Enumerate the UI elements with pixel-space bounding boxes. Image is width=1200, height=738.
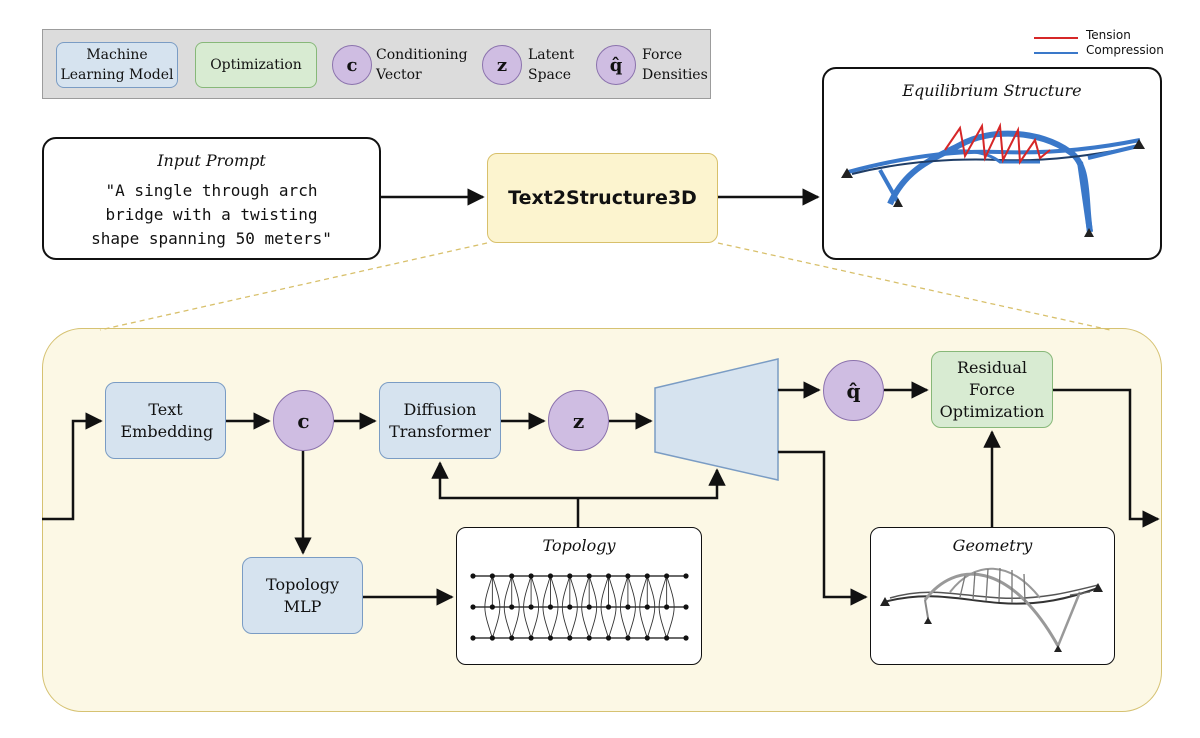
topology-mlp-label: Topology MLP: [266, 574, 339, 616]
force-legend: Tension Compression: [1034, 28, 1164, 62]
equilibrium-supports: [841, 139, 1145, 237]
diffusion-transformer-node: Diffusion Transformer: [379, 382, 501, 459]
legend-q-symbol: q̂: [596, 45, 636, 85]
zoom-line-left: [99, 242, 488, 331]
legend-optimization: Optimization: [195, 42, 317, 88]
tension-label: Tension: [1086, 28, 1131, 42]
input-prompt-title: Input Prompt: [157, 151, 266, 170]
arrow-topology-to-diffusion: [431, 461, 578, 500]
legend-q-label: Force Densities: [642, 47, 708, 83]
topology-graph: [470, 573, 689, 641]
equilibrium-structure-title: Equilibrium Structure: [902, 81, 1082, 100]
equilibrium-structure-drawing: [847, 122, 1141, 233]
legend-ml-model: Machine Learning Model: [56, 42, 178, 88]
input-prompt-box: Input Prompt "A single through arch brid…: [42, 137, 381, 260]
model-name: Text2Structure3D: [508, 187, 697, 209]
vgae-decoder-node: [654, 358, 779, 481]
q-node: q̂: [823, 360, 884, 421]
residual-force-optimization-label: Residual Force Optimization: [939, 357, 1045, 421]
topology-title: Topology: [542, 536, 616, 555]
geometry-drawing: [883, 567, 1099, 647]
arrow-optimization-out: [1053, 388, 1160, 528]
arrow-panel-input: [42, 412, 103, 521]
geometry-title: Geometry: [952, 536, 1033, 555]
legend-ml-model-label: Machine Learning Model: [60, 47, 174, 83]
legend-z-symbol: z: [482, 45, 522, 85]
diffusion-transformer-label: Diffusion Transformer: [389, 399, 491, 441]
arrow-topology-to-decoder: [578, 468, 726, 500]
geometry-supports: [880, 583, 1103, 652]
zoom-line-right: [717, 242, 1111, 331]
compression-label: Compression: [1086, 43, 1164, 57]
z-node: z: [548, 390, 609, 451]
legend-c-symbol: c: [332, 45, 372, 85]
residual-force-optimization-node: Residual Force Optimization: [931, 351, 1053, 428]
input-prompt-text: "A single through arch bridge with a twi…: [91, 181, 332, 248]
text-embedding-node: Text Embedding: [105, 382, 226, 459]
arrow-decoder-to-geometry: [778, 450, 868, 606]
legend-c-label: Conditioning Vector: [376, 47, 468, 83]
model-box: Text2Structure3D: [487, 153, 718, 243]
legend-optimization-label: Optimization: [210, 57, 302, 73]
legend: Machine Learning Model Optimization c Co…: [42, 29, 711, 99]
legend-z-label: Latent Space: [528, 47, 575, 83]
tension-line: [1034, 37, 1078, 39]
c-node: c: [273, 390, 334, 451]
compression-line: [1034, 52, 1078, 54]
topology-mlp-node: Topology MLP: [242, 557, 363, 634]
text-embedding-label: Text Embedding: [120, 399, 214, 441]
